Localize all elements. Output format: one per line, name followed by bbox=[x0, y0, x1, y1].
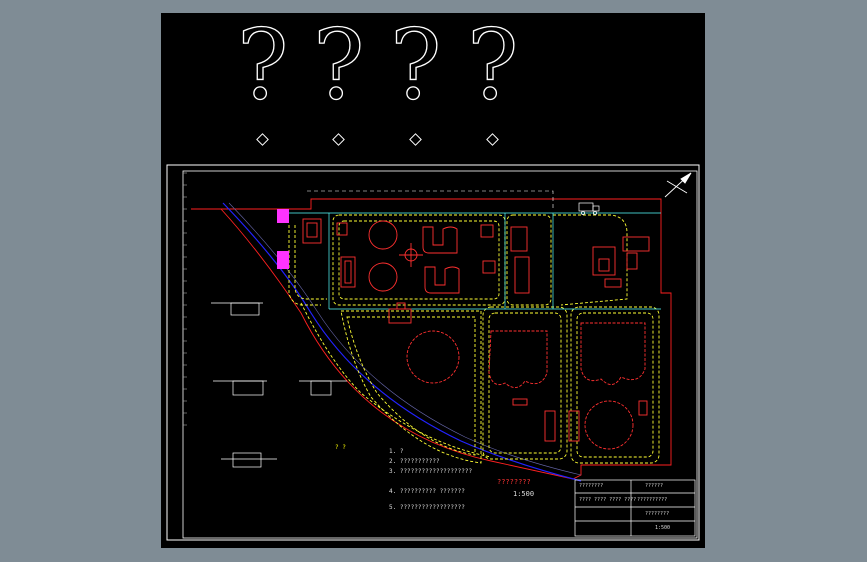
note-line-5: 5. ?????????????????? bbox=[389, 504, 465, 511]
scale-value: 1:500 bbox=[513, 490, 535, 498]
section-details bbox=[211, 302, 347, 468]
pipe-lines bbox=[287, 212, 661, 310]
magenta-block-1 bbox=[277, 209, 289, 223]
left-ruler bbox=[183, 172, 187, 426]
title-cell-1b: ?????? bbox=[645, 483, 664, 489]
small-red-units bbox=[512, 398, 648, 442]
north-arrow bbox=[664, 172, 692, 198]
header-glyph-1: ? bbox=[236, 9, 289, 121]
title-cell-2a: ???? ???? ???? ???? bbox=[579, 497, 637, 503]
road-network bbox=[288, 214, 660, 464]
river-bank bbox=[228, 202, 582, 476]
buildings-bottom bbox=[406, 322, 646, 450]
note-line-3: 3. ???????????????????? bbox=[389, 468, 473, 475]
magenta-block-2 bbox=[277, 251, 289, 269]
title-cell-1a: ???????? bbox=[579, 483, 604, 489]
site-plan-drawing bbox=[166, 164, 700, 541]
outer-frame bbox=[166, 164, 700, 541]
buildings-top bbox=[302, 218, 650, 324]
property-boundary bbox=[191, 198, 672, 480]
drawing-sheet: ? ? ? ? bbox=[161, 13, 705, 548]
header-glyph-4: ? bbox=[466, 9, 519, 121]
center-marks: ? ? bbox=[335, 444, 346, 451]
note-line-4: 4. ?????????? ??????? bbox=[389, 488, 465, 495]
top-guide-line bbox=[307, 190, 554, 209]
title-cell-4b: 1:500 bbox=[655, 525, 671, 531]
truck-icon bbox=[578, 202, 600, 215]
header-glyph-3: ? bbox=[389, 9, 442, 121]
title-block-frame bbox=[574, 479, 696, 537]
scale-title: ???????? bbox=[497, 478, 531, 486]
title-cell-2b: ?????????? bbox=[637, 497, 668, 503]
note-line-1: 1. ? bbox=[389, 448, 404, 455]
title-cell-3b: ???????? bbox=[645, 511, 670, 517]
header-glyph-2: ? bbox=[312, 9, 365, 121]
note-line-2: 2. ??????????? bbox=[389, 458, 440, 465]
inner-frame bbox=[182, 170, 698, 539]
